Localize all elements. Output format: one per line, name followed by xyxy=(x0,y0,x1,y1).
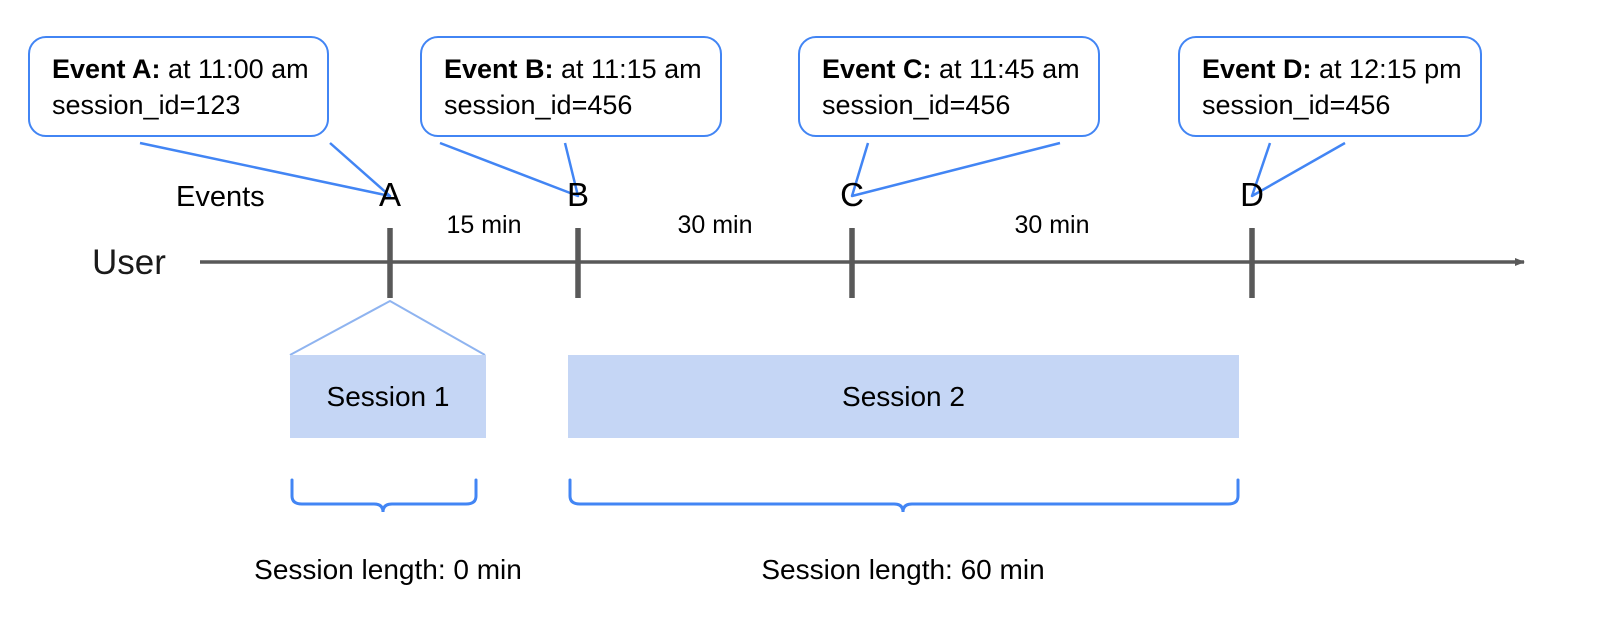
callout-event-b: Event B: at 11:15 am session_id=456 xyxy=(420,36,722,138)
callout-tail-b xyxy=(439,141,580,198)
event-letter-b: B xyxy=(566,176,589,213)
actor-label-user: User xyxy=(92,243,166,282)
session1-brace xyxy=(290,478,478,513)
callout-tail-d xyxy=(1250,141,1346,198)
gap-label-a-b: 15 min xyxy=(446,211,522,239)
session-bar-1-label: Session 1 xyxy=(326,380,450,412)
callout-event-d: Event D: at 12:15 pm session_id=456 xyxy=(1178,36,1482,138)
callout-d-title: Event D: at 12:15 pm xyxy=(1202,54,1462,84)
event-letter-d: D xyxy=(1240,176,1264,213)
callout-b-title: Event B: at 11:15 am xyxy=(444,54,702,84)
event-letter-a: A xyxy=(378,176,401,213)
events-row-label: Events xyxy=(176,181,265,213)
gap-label-c-d: 30 min xyxy=(1014,211,1090,239)
session-bar-2: Session 2 xyxy=(568,355,1239,438)
session1-funnel xyxy=(289,300,486,356)
callout-event-a: Event A: at 11:00 am session_id=123 xyxy=(28,36,329,138)
callout-d-session: session_id=456 xyxy=(1202,89,1391,120)
callout-c-title: Event C: at 11:45 am xyxy=(822,54,1080,84)
callout-b-session: session_id=456 xyxy=(444,89,633,120)
session-length-1: Session length: 0 min xyxy=(254,554,522,585)
session-bar-1: Session 1 xyxy=(290,355,486,438)
session-bar-2-label: Session 2 xyxy=(842,380,965,412)
event-letter-c: C xyxy=(840,176,864,213)
callout-tail-c xyxy=(850,141,1061,198)
callout-c-session: session_id=456 xyxy=(822,89,1011,120)
callout-event-c: Event C: at 11:45 am session_id=456 xyxy=(798,36,1100,138)
session-length-2: Session length: 60 min xyxy=(761,554,1045,585)
gap-label-b-c: 30 min xyxy=(677,211,753,239)
callout-a-session: session_id=123 xyxy=(52,89,241,120)
callout-tail-a xyxy=(139,141,392,198)
callout-a-title: Event A: at 11:00 am xyxy=(52,54,309,84)
session2-brace xyxy=(568,478,1240,513)
